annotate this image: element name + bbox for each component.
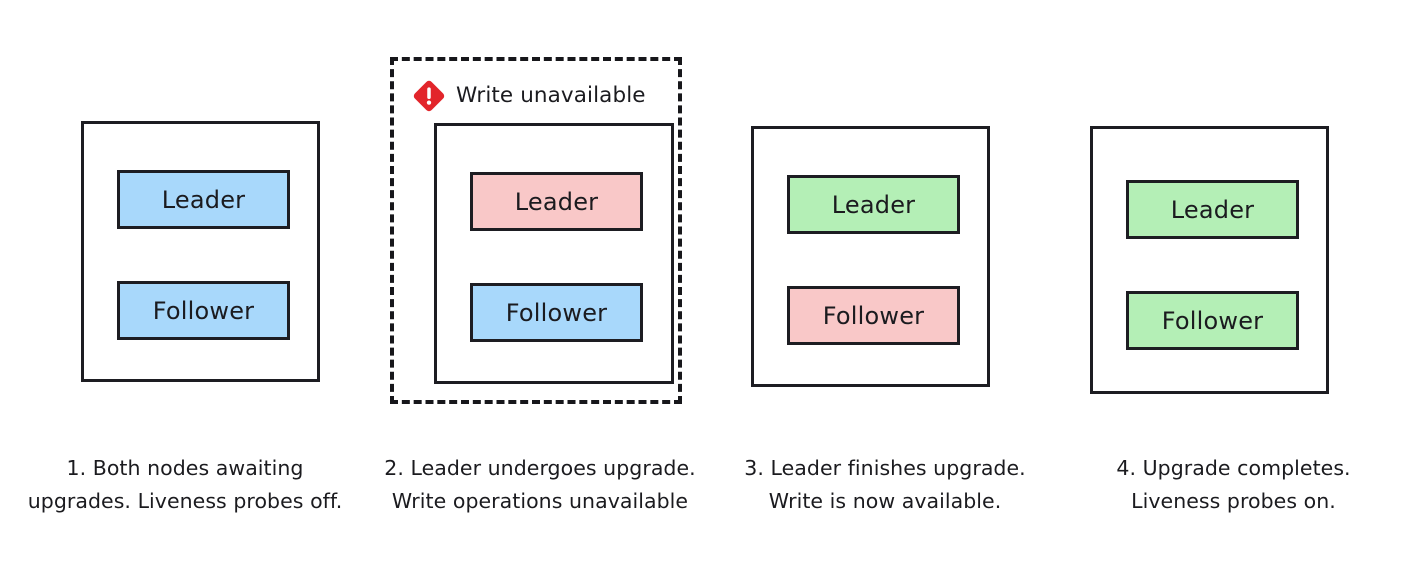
node-leader-2-label: Leader [514,187,599,216]
panel-step-4: Leader Follower 4. Upgrade completes. Li… [1060,0,1407,576]
caption-step-1-line-1: 1. Both nodes awaiting [66,456,304,480]
node-follower-1: Follower [117,281,290,340]
write-unavailable-alert-region: Write unavailable Leader Follower [390,57,682,404]
node-container-4: Leader Follower [1090,126,1329,394]
node-container-1: Leader Follower [81,121,320,382]
caption-step-1-line-2: upgrades. Liveness probes off. [27,489,343,513]
node-leader-1: Leader [117,170,290,229]
node-follower-4-label: Follower [1161,306,1264,335]
alert-label: Write unavailable [456,83,646,109]
panel-step-1: Leader Follower 1. Both nodes awaiting u… [0,0,370,576]
caption-step-1: 1. Both nodes awaiting upgrades. Livenes… [0,452,370,518]
caption-step-4: 4. Upgrade completes. Liveness probes on… [1060,452,1407,518]
panel-step-3: Leader Follower 3. Leader finishes upgra… [710,0,1060,576]
node-follower-2-label: Follower [505,298,608,327]
caption-step-3: 3. Leader finishes upgrade. Write is now… [710,452,1060,518]
alert-header: Write unavailable [412,78,646,114]
node-follower-4: Follower [1126,291,1299,350]
node-leader-2: Leader [470,172,643,231]
node-follower-2: Follower [470,283,643,342]
node-leader-4: Leader [1126,180,1299,239]
node-leader-3-label: Leader [831,190,916,219]
node-follower-1-label: Follower [152,296,255,325]
node-leader-3: Leader [787,175,960,234]
node-container-3: Leader Follower [751,126,990,387]
node-follower-3: Follower [787,286,960,345]
caption-step-3-line-1: 3. Leader finishes upgrade. [744,456,1026,480]
caption-step-2-line-2: Write operations unavailable [391,489,689,513]
caption-step-3-line-2: Write is now available. [768,489,1002,513]
caption-step-4-line-2: Liveness probes on. [1131,489,1336,513]
node-leader-1-label: Leader [161,185,246,214]
caption-step-2-line-1: 2. Leader undergoes upgrade. [384,456,696,480]
caption-step-4-line-1: 4. Upgrade completes. [1116,456,1351,480]
warning-diamond-icon [412,79,446,113]
panel-step-2: Write unavailable Leader Follower 2. Lea… [370,0,710,576]
node-container-2: Leader Follower [434,123,674,384]
caption-step-2: 2. Leader undergoes upgrade. Write opera… [370,452,710,518]
node-leader-4-label: Leader [1170,195,1255,224]
node-follower-3-label: Follower [822,301,925,330]
